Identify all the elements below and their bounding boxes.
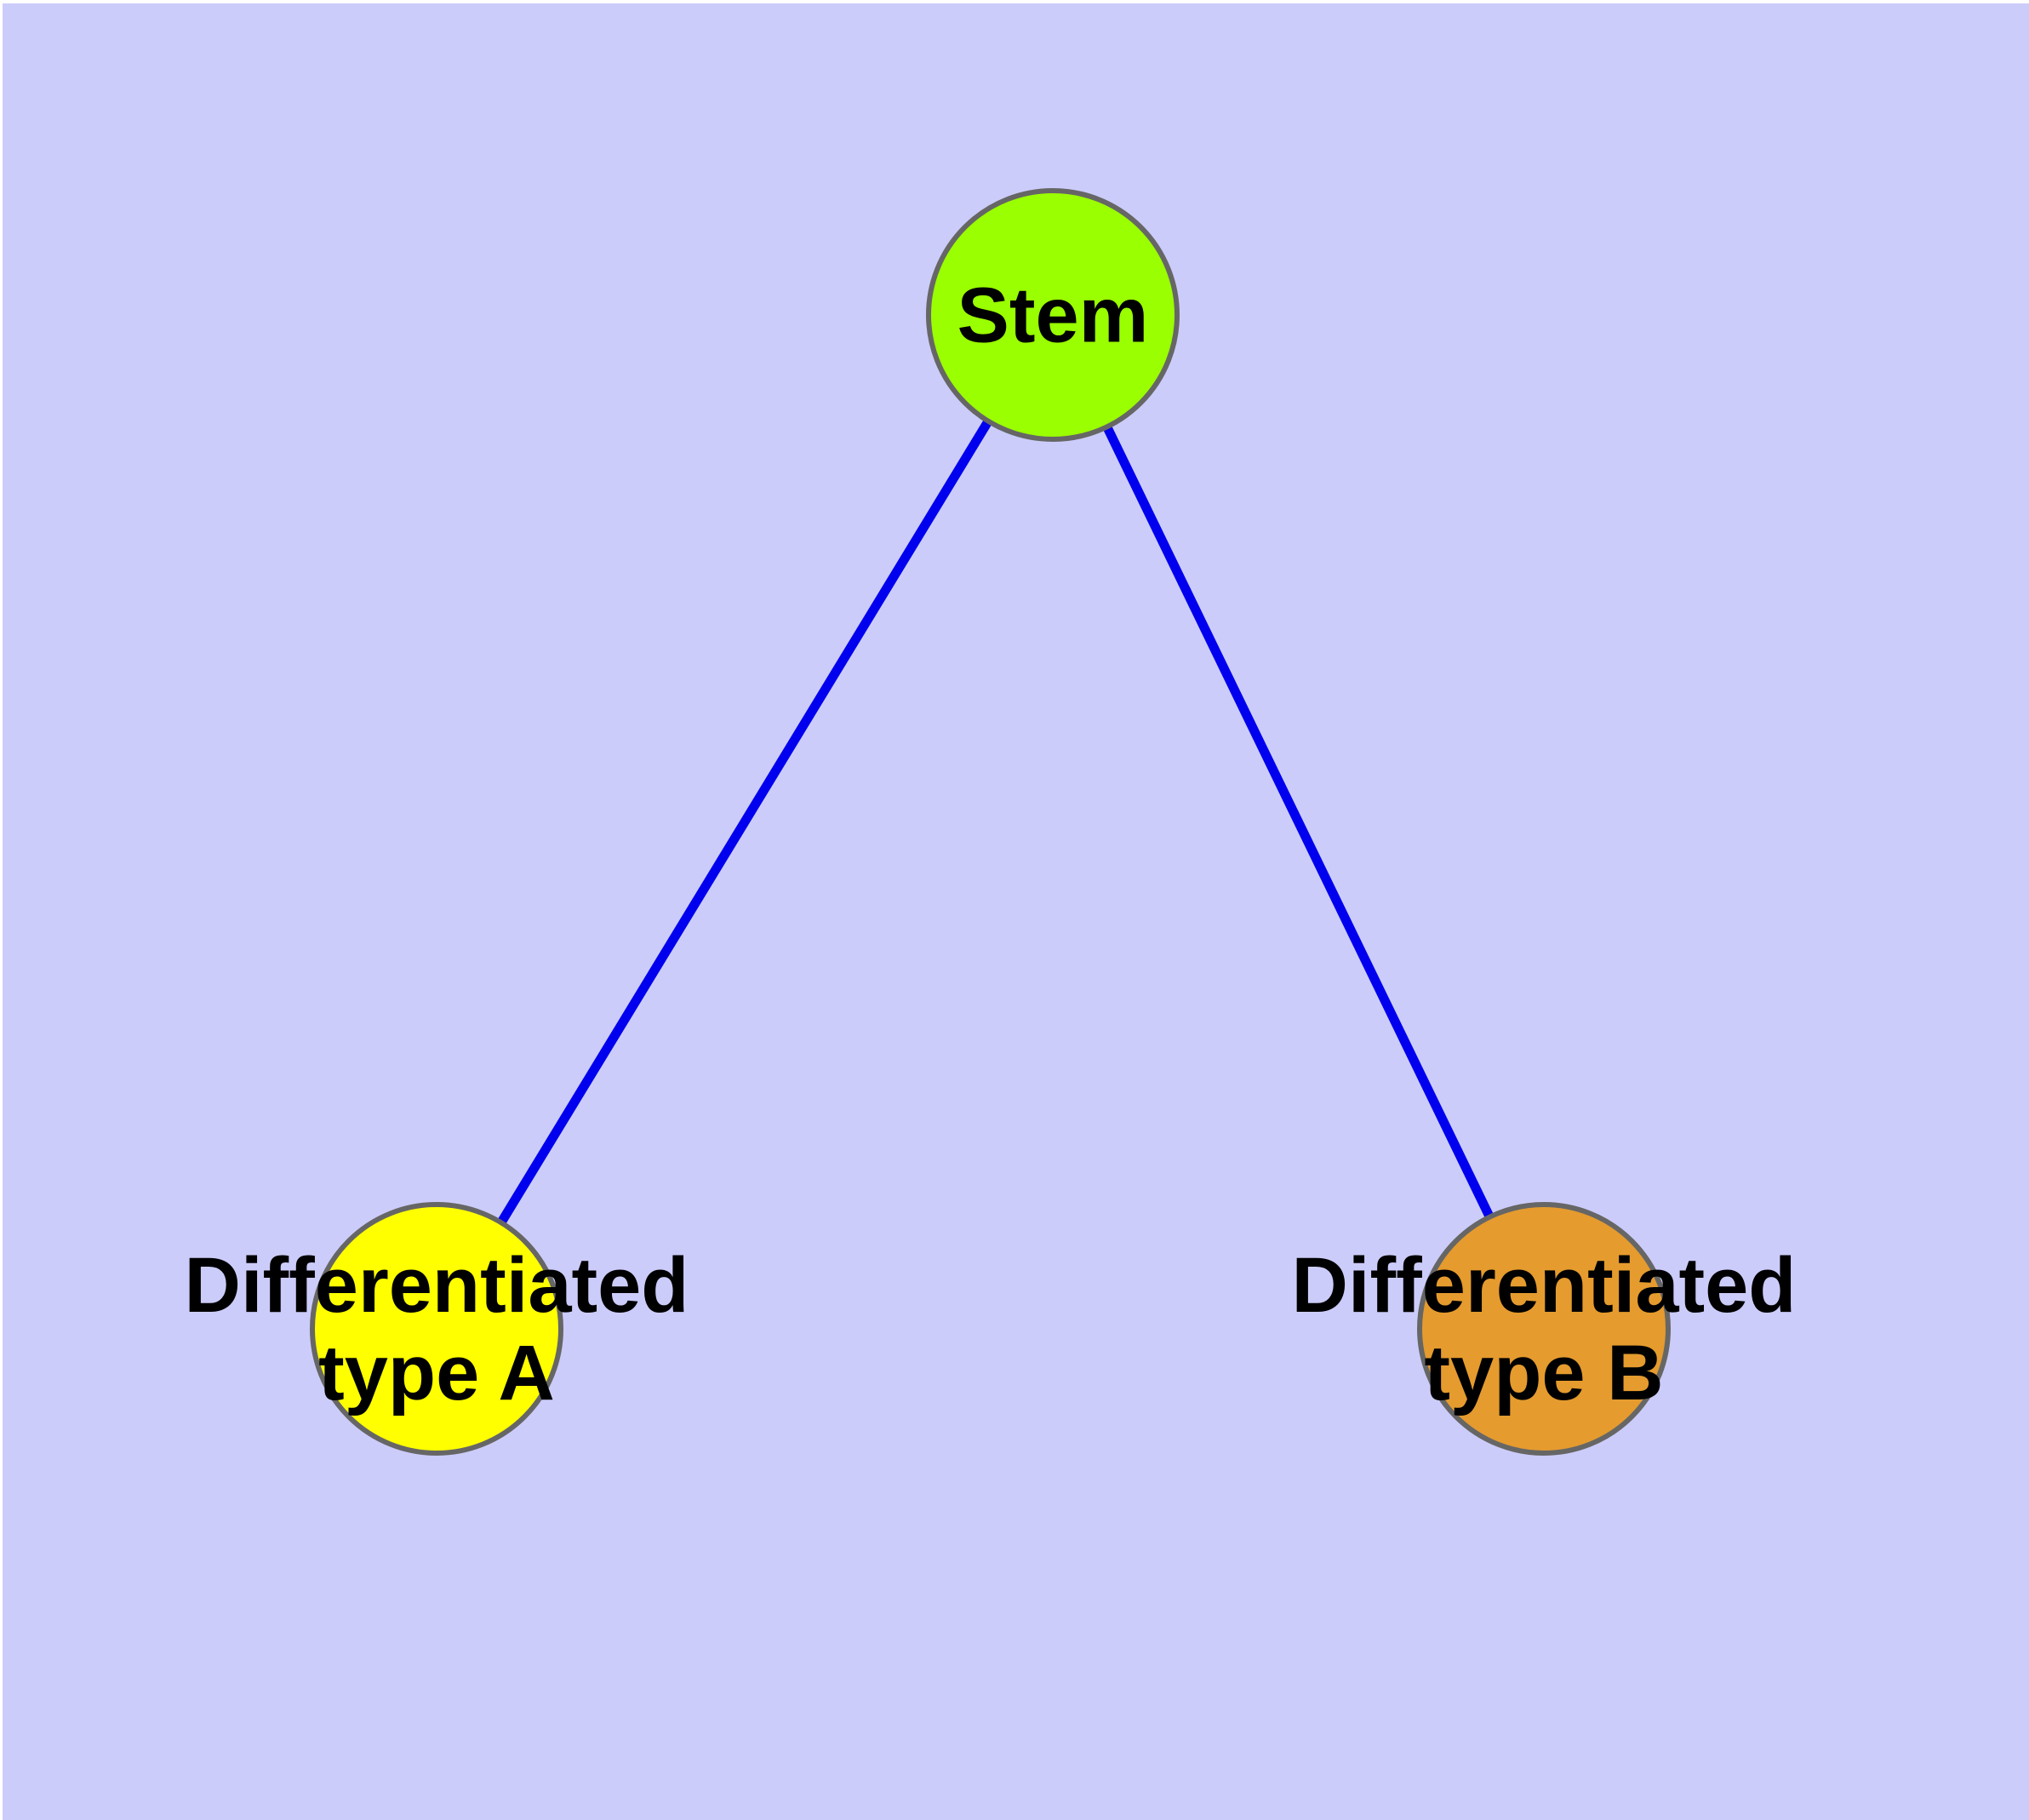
- node-label-line: type A: [318, 1330, 555, 1417]
- edges-layer: [497, 418, 1495, 1226]
- node-label-line: Differentiated: [1292, 1242, 1797, 1329]
- node-circle-diff_b[interactable]: [1417, 1202, 1671, 1456]
- edge-stem-diff-b[interactable]: [1102, 424, 1495, 1220]
- node-circle-diff_a[interactable]: [310, 1202, 563, 1456]
- node-stem[interactable]: Stem: [926, 188, 1180, 442]
- node-label-line: Differentiated: [185, 1242, 689, 1329]
- node-circle-stem[interactable]: [926, 188, 1180, 442]
- edge-stem-diff-a[interactable]: [497, 418, 992, 1226]
- node-label-stem: Stem: [957, 272, 1149, 358]
- node-label-line: type B: [1424, 1330, 1663, 1417]
- node-label-line: Stem: [957, 272, 1149, 358]
